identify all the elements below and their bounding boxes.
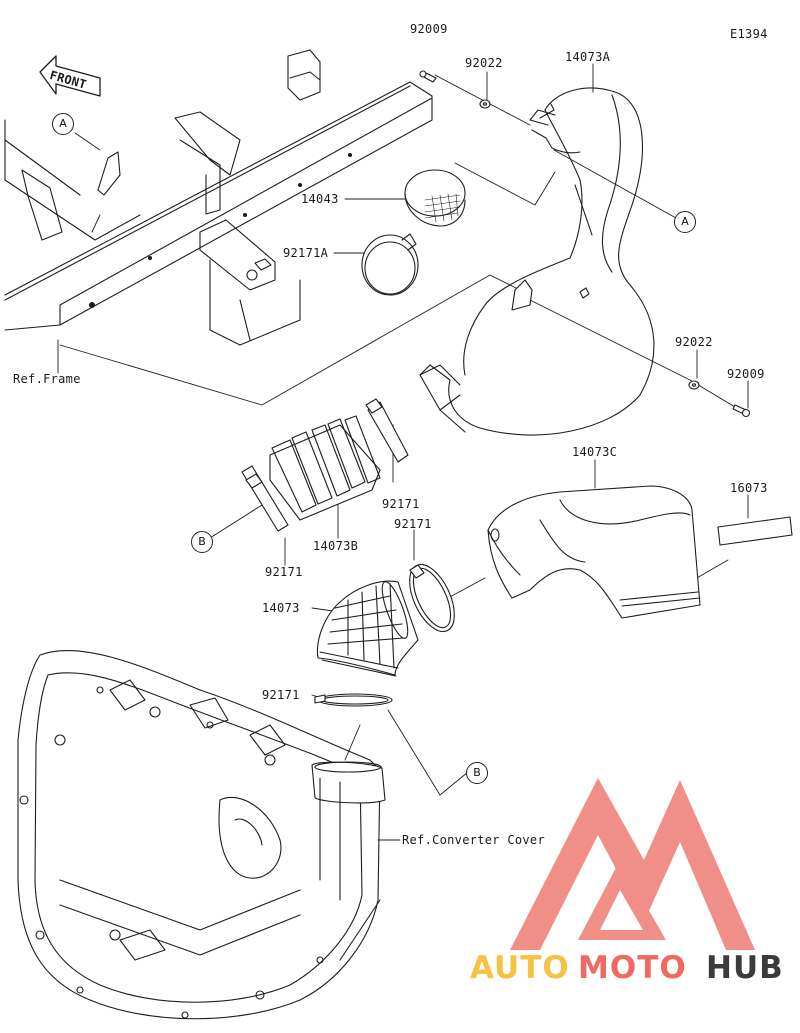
- washer-92022-right: [688, 380, 700, 390]
- part-number-92171-b: 92171: [394, 517, 432, 531]
- part-number-14073C: 14073C: [572, 445, 618, 459]
- leader-lines: [57, 63, 749, 841]
- washer-92022-top: [479, 99, 491, 109]
- part-number-14073A: 14073A: [565, 50, 611, 64]
- clamp-92171-lower-left: [241, 465, 289, 532]
- watermark-auto: AUTO: [470, 950, 570, 986]
- converter-cover-part: [17, 649, 386, 1020]
- watermark-text: AUTO MOTO HUB: [470, 950, 795, 990]
- bolt-92009-top: [419, 70, 437, 83]
- band-92171-lower: [314, 693, 393, 707]
- part-number-92022-right: 92022: [675, 335, 713, 349]
- part-number-92171-a: 92171: [382, 497, 420, 511]
- diagram-code: E1394: [730, 27, 768, 41]
- part-number-92171A: 92171A: [283, 246, 329, 260]
- screen-14043: [404, 169, 466, 227]
- automotohub-logo-icon: [510, 778, 755, 950]
- part-number-14073: 14073: [262, 601, 300, 615]
- part-number-92171-c: 92171: [265, 565, 303, 579]
- clamp-92171-upper: [365, 398, 409, 463]
- callout-b-left: B: [191, 531, 213, 553]
- watermark-moto: MOTO: [578, 950, 687, 986]
- elbow-duct-14073: [316, 580, 419, 677]
- front-arrow-icon: [39, 55, 101, 97]
- duct-14073A: [419, 87, 655, 436]
- callout-a-right: A: [674, 211, 696, 233]
- part-number-16073: 16073: [730, 481, 768, 495]
- part-number-92171-d: 92171: [262, 688, 300, 702]
- callout-b-right: B: [466, 762, 488, 784]
- clamp-92171-mid: [409, 563, 455, 633]
- part-number-92009-top: 92009: [410, 22, 448, 36]
- part-number-92022-top: 92022: [465, 56, 503, 70]
- duct-14073C: [487, 485, 701, 619]
- clamp-92171A: [361, 233, 419, 296]
- bolt-92009-right: [732, 404, 751, 418]
- frame-part: [4, 49, 433, 346]
- part-number-14073B: 14073B: [313, 539, 359, 553]
- part-number-92009-right: 92009: [727, 367, 765, 381]
- watermark-hub: HUB: [706, 950, 784, 986]
- label-sticker-16073: [717, 516, 793, 546]
- ref-converter-cover-label: Ref.Converter Cover: [402, 833, 545, 847]
- callout-a-left: A: [52, 113, 74, 135]
- ref-frame-label: Ref.Frame: [13, 372, 81, 386]
- boot-14073B: [269, 415, 381, 521]
- part-number-14043: 14043: [301, 192, 339, 206]
